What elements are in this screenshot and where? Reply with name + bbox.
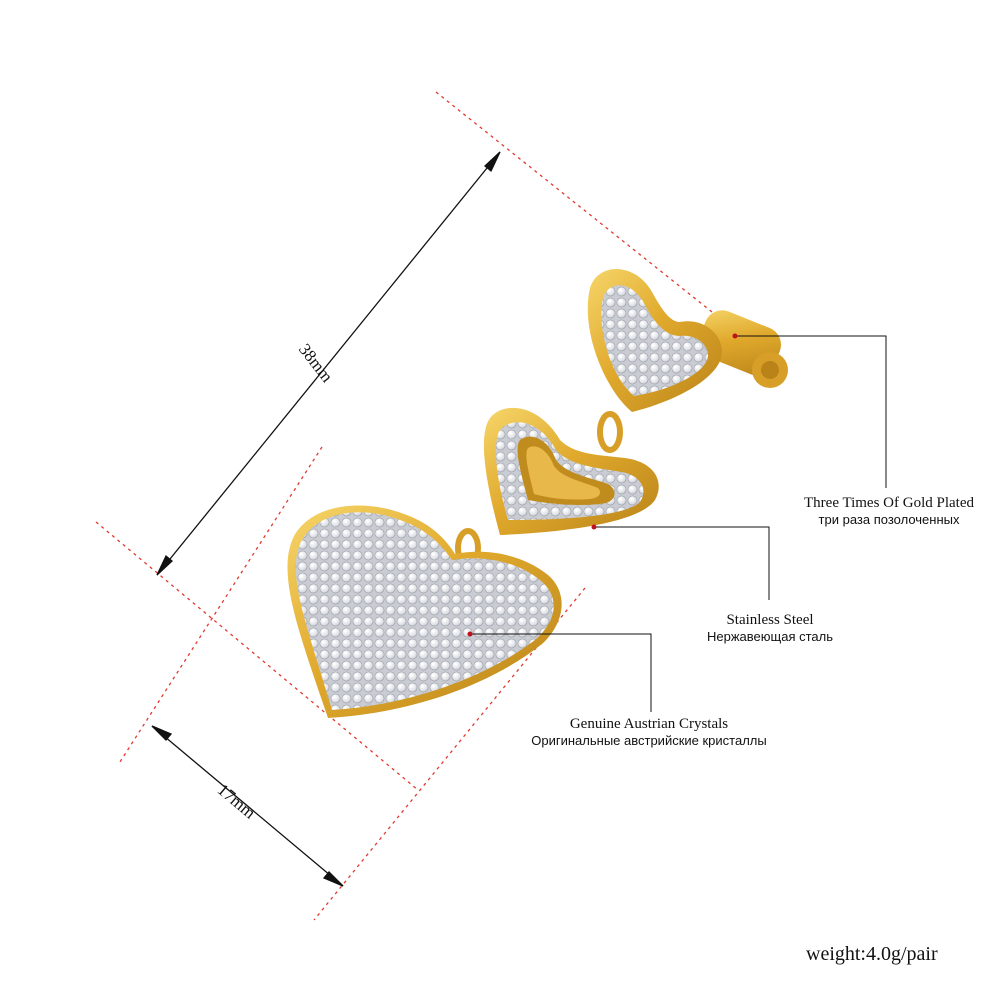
width-arrow-head-right [322, 871, 344, 887]
small-heart [587, 268, 723, 412]
width-arrow-head-left [151, 725, 173, 741]
callout-material-ru: Нержавеющая сталь [707, 629, 833, 644]
callout-plating: Three Times Of Gold Plated три раза позо… [770, 495, 1000, 527]
leader-plating [735, 335, 887, 488]
leader-material [594, 526, 770, 600]
guide-top-line [435, 91, 713, 313]
callout-plating-en: Three Times Of Gold Plated [804, 495, 974, 511]
callout-crystals-ru: Оригинальные австрийские кристаллы [531, 733, 767, 748]
callout-material-en: Stainless Steel [726, 612, 814, 628]
guide-left-line [117, 446, 323, 766]
callout-crystals-en: Genuine Austrian Crystals [569, 716, 729, 732]
callout-material: Stainless Steel Нержавеющая сталь [680, 612, 860, 644]
length-arrow-head-bottom [156, 554, 173, 576]
callout-crystals: Genuine Austrian Crystals Оригинальные а… [506, 716, 792, 748]
weight-label: weight:4.0g/pair [806, 943, 938, 965]
length-arrow-head-top [484, 151, 501, 173]
callout-plating-ru: три раза позолоченных [818, 512, 960, 527]
callout-dots [467, 333, 738, 637]
callout-leaders [470, 335, 887, 712]
dimension-arrows [151, 151, 501, 887]
leader-crystals [470, 633, 652, 712]
jump-ring-upper [597, 411, 623, 453]
length-arrow [156, 151, 501, 576]
width-arrow [151, 725, 344, 887]
open-heart [483, 407, 659, 535]
